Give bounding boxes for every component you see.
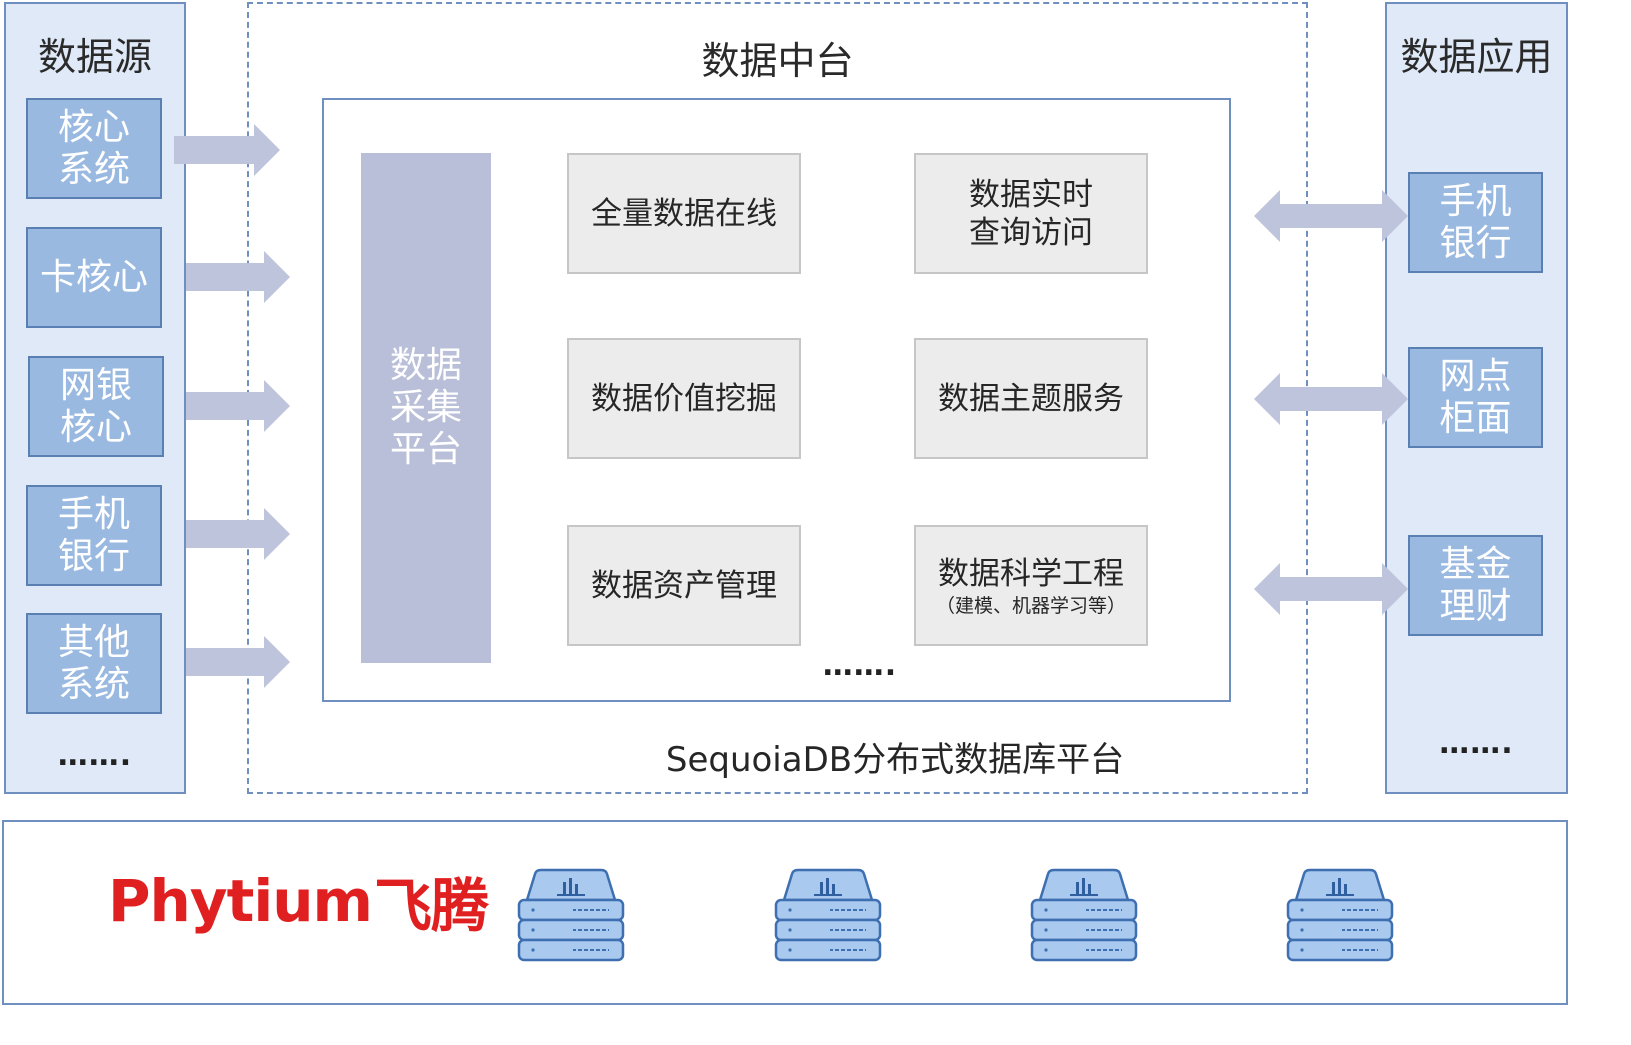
function-full-data-online: 全量数据在线 xyxy=(567,153,801,274)
arrow-right-icon xyxy=(186,380,290,432)
data-collection-platform: 数据 采集 平台 xyxy=(361,153,491,663)
data-source-title: 数据源 xyxy=(37,35,152,79)
function-topic-service: 数据主题服务 xyxy=(914,338,1148,459)
function-value-mining: 数据价值挖掘 xyxy=(567,338,801,459)
function-label: 数据主题服务 xyxy=(938,380,1124,417)
app-fund-finance: 基金 理财 xyxy=(1408,535,1543,636)
function-label: 数据价值挖掘 xyxy=(591,380,777,417)
sequoiadb-platform-label: SequoiaDB分布式数据库平台 xyxy=(665,740,1125,780)
source-ebank-core: 网银 核心 xyxy=(28,356,164,457)
app-ellipsis: ……. xyxy=(1439,726,1514,761)
function-realtime-query: 数据实时 查询访问 xyxy=(914,153,1148,274)
middle-ellipsis: ……. xyxy=(822,648,898,683)
server-icon xyxy=(517,868,625,962)
data-application-title: 数据应用 xyxy=(1400,35,1553,79)
function-sublabel: （建模、机器学习等） xyxy=(935,594,1126,617)
arrow-right-icon xyxy=(186,508,290,560)
double-arrow-icon xyxy=(1254,563,1408,615)
data-middle-platform-title: 数据中台 xyxy=(701,39,854,83)
phytium-logo: Phytium 飞腾 xyxy=(108,866,489,940)
arrow-right-icon xyxy=(174,124,280,176)
app-mobile-bank: 手机 银行 xyxy=(1408,172,1543,273)
phytium-logo-latin: Phytium xyxy=(108,867,373,935)
source-core-system: 核心 系统 xyxy=(26,98,162,199)
arrow-right-icon xyxy=(186,636,290,688)
function-label: 数据资产管理 xyxy=(591,567,777,604)
arrow-right-icon xyxy=(186,251,290,303)
function-label: 数据实时 查询访问 xyxy=(969,176,1093,251)
function-data-science: 数据科学工程 （建模、机器学习等） xyxy=(914,525,1148,646)
server-icon xyxy=(1030,868,1138,962)
function-label: 全量数据在线 xyxy=(591,195,777,232)
source-mobile-bank: 手机 银行 xyxy=(26,485,162,586)
function-label: 数据科学工程 xyxy=(938,555,1124,592)
function-asset-management: 数据资产管理 xyxy=(567,525,801,646)
app-branch-counter: 网点 柜面 xyxy=(1408,347,1543,448)
source-other-system: 其他 系统 xyxy=(26,613,162,714)
server-icon xyxy=(774,868,882,962)
double-arrow-icon xyxy=(1254,373,1408,425)
source-card-core: 卡核心 xyxy=(26,227,162,328)
source-ellipsis: ……. xyxy=(57,738,133,773)
server-icon xyxy=(1286,868,1394,962)
phytium-logo-cn: 飞腾 xyxy=(373,872,489,940)
double-arrow-icon xyxy=(1254,190,1408,242)
